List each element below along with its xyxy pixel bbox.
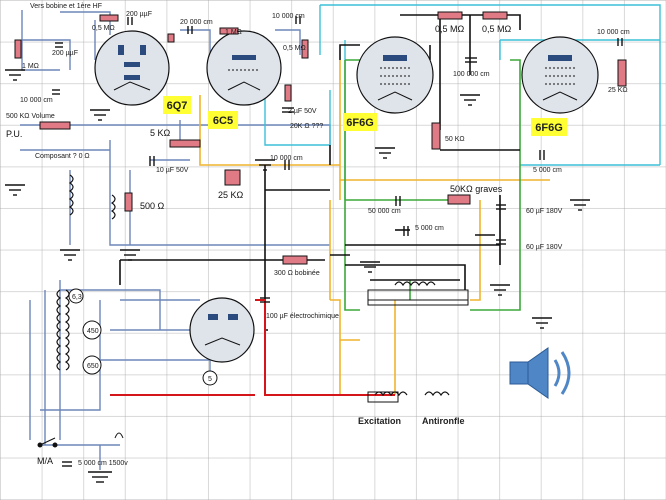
label-c-20000: 20 000 cm — [180, 19, 213, 26]
yellow-wires — [199, 60, 550, 395]
label-ma: M/A — [37, 456, 53, 466]
component-labels: Vers bobine et 1ère HF 0,5 MΩ 200 µµF 20… — [6, 3, 630, 467]
tube-label-2: 6C5 — [213, 115, 233, 127]
label-r-50k: 50 KΩ — [445, 136, 465, 143]
label-r-20k: 20K Ω ??? — [290, 123, 323, 130]
rectifier-tube — [189, 297, 255, 363]
label-c-10000-left: 10 000 cm — [20, 97, 53, 104]
label-pu: P.U. — [6, 129, 22, 139]
label-c-200-left: 200 µµF — [52, 50, 78, 57]
label-c-50000: 50 000 cm — [368, 208, 401, 215]
tube-1 — [94, 30, 170, 106]
label-r-05-top-left: 0,5 MΩ — [92, 25, 115, 32]
grounds — [5, 69, 590, 483]
label-r-500: 500 Ω — [140, 201, 165, 211]
label-top-note: Vers bobine et 1ère HF — [30, 3, 102, 10]
tube-2 — [206, 30, 282, 106]
label-r-5k: 5 KΩ — [150, 128, 171, 138]
capacitors — [52, 16, 623, 467]
label-v-450: 450 — [87, 328, 99, 335]
label-c-100uf: 100 µF électrochimique — [266, 313, 339, 320]
label-c-5000-bottom: 5 000 cm 1500v — [78, 460, 128, 467]
blue-wires — [20, 10, 331, 470]
tube-label-1: 6Q7 — [167, 100, 188, 112]
label-v-5: 5 — [208, 376, 212, 383]
label-v-650: 650 — [87, 363, 99, 370]
label-r-25k-mid: 25 KΩ — [218, 190, 244, 200]
label-r-05-right2: 0,5 MΩ — [482, 24, 512, 34]
label-composant: Composant ? 0 Ω — [35, 153, 90, 160]
voltage-meters — [68, 288, 218, 386]
label-r-1m-left: 1 MΩ — [22, 63, 39, 70]
label-c-2uf: 2 µF 50V — [288, 108, 317, 115]
label-c-100000: 100 000 cm — [453, 71, 490, 78]
coils — [56, 174, 450, 397]
tube-label-4: 6F6G — [535, 122, 563, 134]
label-c-200-top: 200 µµF — [126, 11, 152, 18]
tube-tag-2: 6C5 — [208, 111, 238, 129]
tube-tag-4: 6F6G — [531, 118, 567, 136]
label-c-60uf-2: 60 µF 180V — [526, 244, 563, 251]
label-v-63: 6,3 — [72, 294, 82, 301]
label-c-10000-mid: 10 000 cm — [270, 155, 303, 162]
tube-label-3: 6F6G — [346, 117, 374, 129]
tube-4 — [521, 36, 599, 114]
label-excitation: Excitation — [358, 416, 401, 426]
label-c-60uf-1: 60 µF 180V — [526, 208, 563, 215]
output-transformer-frame — [367, 289, 469, 403]
label-c-10uf: 10 µF 50V — [156, 167, 189, 174]
label-r-25k-right: 25 KΩ — [608, 87, 628, 94]
label-c-10000-top: 10 000 cm — [272, 13, 305, 20]
label-c-5000-mid: 5 000 cm — [415, 225, 444, 232]
label-r-05-mid: 0,5 MΩ — [283, 45, 306, 52]
label-pot-volume: 500 KΩ Volume — [6, 113, 55, 120]
label-c-10000-right: 10 000 cm — [597, 29, 630, 36]
label-c-5000-right: 5 000 cm — [533, 167, 562, 174]
tube-tag-1: 6Q7 — [163, 96, 191, 114]
speaker-icon — [509, 347, 571, 399]
label-pot-graves: 50KΩ graves — [450, 184, 503, 194]
red-wires — [110, 299, 395, 396]
tube-tag-3: 6F6G — [343, 113, 377, 131]
label-r-1m-mid: 1 MΩ — [225, 29, 242, 36]
tube-3 — [356, 36, 434, 114]
power-switch — [37, 432, 124, 448]
label-r-05-right1: 0,5 MΩ — [435, 24, 465, 34]
resistors — [14, 11, 627, 265]
label-r-300: 300 Ω bobinée — [274, 270, 320, 277]
label-antironfle: Antironfle — [422, 416, 465, 426]
